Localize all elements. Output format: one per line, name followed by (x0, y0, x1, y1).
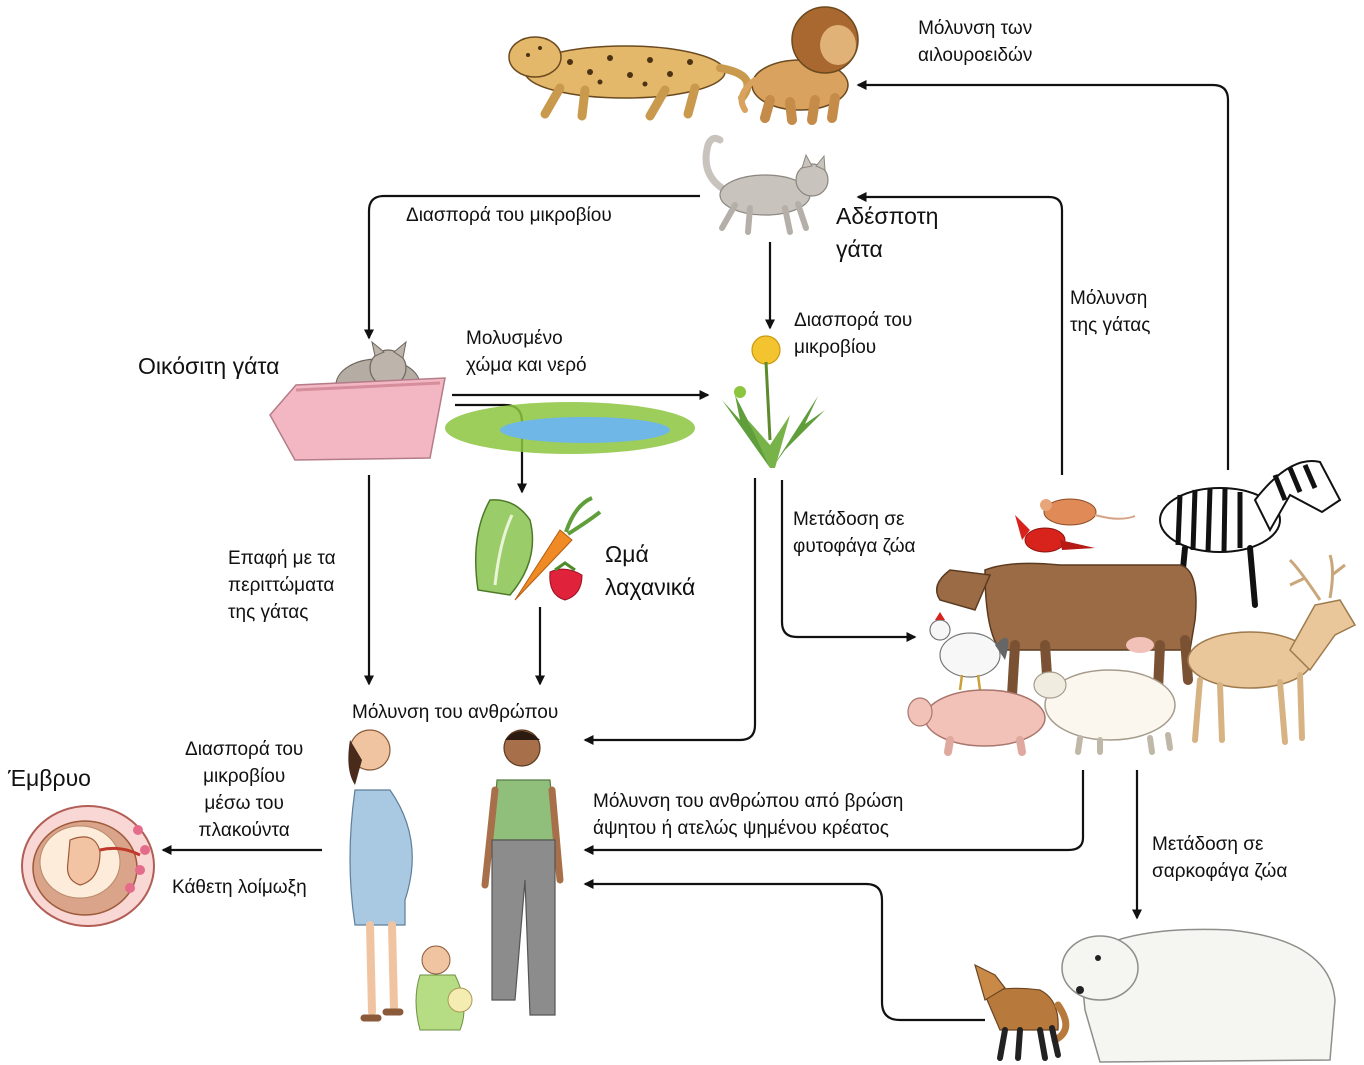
human-infection-label: Μόλυνση του ανθρώπου (352, 702, 559, 723)
man-icon (481, 729, 564, 1016)
leopard-icon (508, 36, 752, 121)
arrow-fox-to-human (583, 879, 985, 1022)
arrow-zebra-to-felids (856, 80, 1230, 470)
dandelion-icon (722, 335, 825, 468)
embryo-uterus-icon (21, 805, 155, 927)
litter-box-cat-icon (269, 340, 446, 461)
sheep-icon (1033, 669, 1176, 755)
mouse-icon (1040, 498, 1136, 526)
arrow-stray-cat-to-litter (364, 194, 700, 340)
arrow-prey-to-stray-cat (856, 192, 1064, 475)
rooster-icon (929, 612, 1009, 691)
pond-icon (445, 402, 695, 454)
cow-icon (935, 562, 1197, 700)
lion-icon (738, 6, 859, 125)
vertical-infection-label: Κάθετη λοίμωξη (172, 877, 307, 898)
zebra-icon (1159, 460, 1342, 608)
pig-icon (907, 689, 1046, 756)
deer-icon (1187, 554, 1357, 745)
polar-bear-icon (1061, 928, 1336, 1063)
child-icon (415, 945, 473, 1031)
arrow-plants-to-human (583, 478, 757, 745)
cardinal-bird-icon (1015, 515, 1095, 553)
spread-to-litter-label: Διασπορά του μικροβίου (406, 205, 612, 226)
fetus-label: Έμβρυο (8, 765, 91, 791)
vegetables-icon (474, 496, 602, 601)
stray-cat-icon (702, 134, 829, 235)
arrow-livestock-to-human (583, 770, 1085, 855)
fox-icon (974, 963, 1070, 1061)
arrow-plants-to-herbivores (780, 480, 917, 642)
domestic-cat-label: Οικόσιτη γάτα (138, 353, 280, 379)
pregnant-woman-icon (348, 729, 413, 1022)
